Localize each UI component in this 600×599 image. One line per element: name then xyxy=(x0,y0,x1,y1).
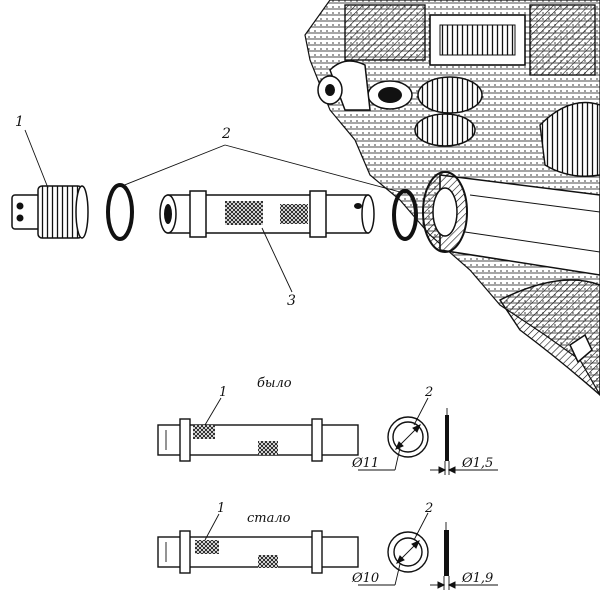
was-tube-drawing xyxy=(157,418,359,462)
seal-ring-right xyxy=(392,189,418,241)
was-ring-diameter: Ø11 xyxy=(351,456,379,471)
now-variant: стало 1 2 xyxy=(157,501,498,590)
now-ring-drawing xyxy=(387,531,429,573)
now-ring-diameter: Ø10 xyxy=(351,571,379,586)
now-caption: стало xyxy=(247,511,291,526)
seal-ring-left xyxy=(106,183,134,241)
leader-line xyxy=(261,227,293,293)
now-part-label-1: 1 xyxy=(217,501,225,516)
threaded-fitting xyxy=(11,185,89,239)
was-variant: было 1 2 xyxy=(157,376,498,475)
was-wire-diameter: Ø1,5 xyxy=(461,456,493,471)
part-label-1: 1 xyxy=(15,114,24,130)
was-wire-section xyxy=(430,408,498,475)
was-ring-drawing xyxy=(387,416,429,458)
was-part-label-2: 2 xyxy=(424,385,433,400)
leader-line xyxy=(224,144,401,193)
was-part-label-1: 1 xyxy=(219,385,227,400)
leader-line xyxy=(121,144,226,187)
now-part-label-2: 2 xyxy=(424,501,433,516)
part-label-2: 2 xyxy=(221,126,231,142)
exploded-view: 1 2 3 xyxy=(11,114,418,309)
now-tube-drawing xyxy=(157,530,359,574)
engine-illustration xyxy=(304,0,600,397)
leader-line xyxy=(24,129,49,189)
now-wire-diameter: Ø1,9 xyxy=(461,571,493,586)
was-caption: было xyxy=(257,376,292,391)
filter-tube xyxy=(159,190,375,238)
now-wire-section xyxy=(430,522,498,590)
part-label-3: 3 xyxy=(287,293,296,309)
